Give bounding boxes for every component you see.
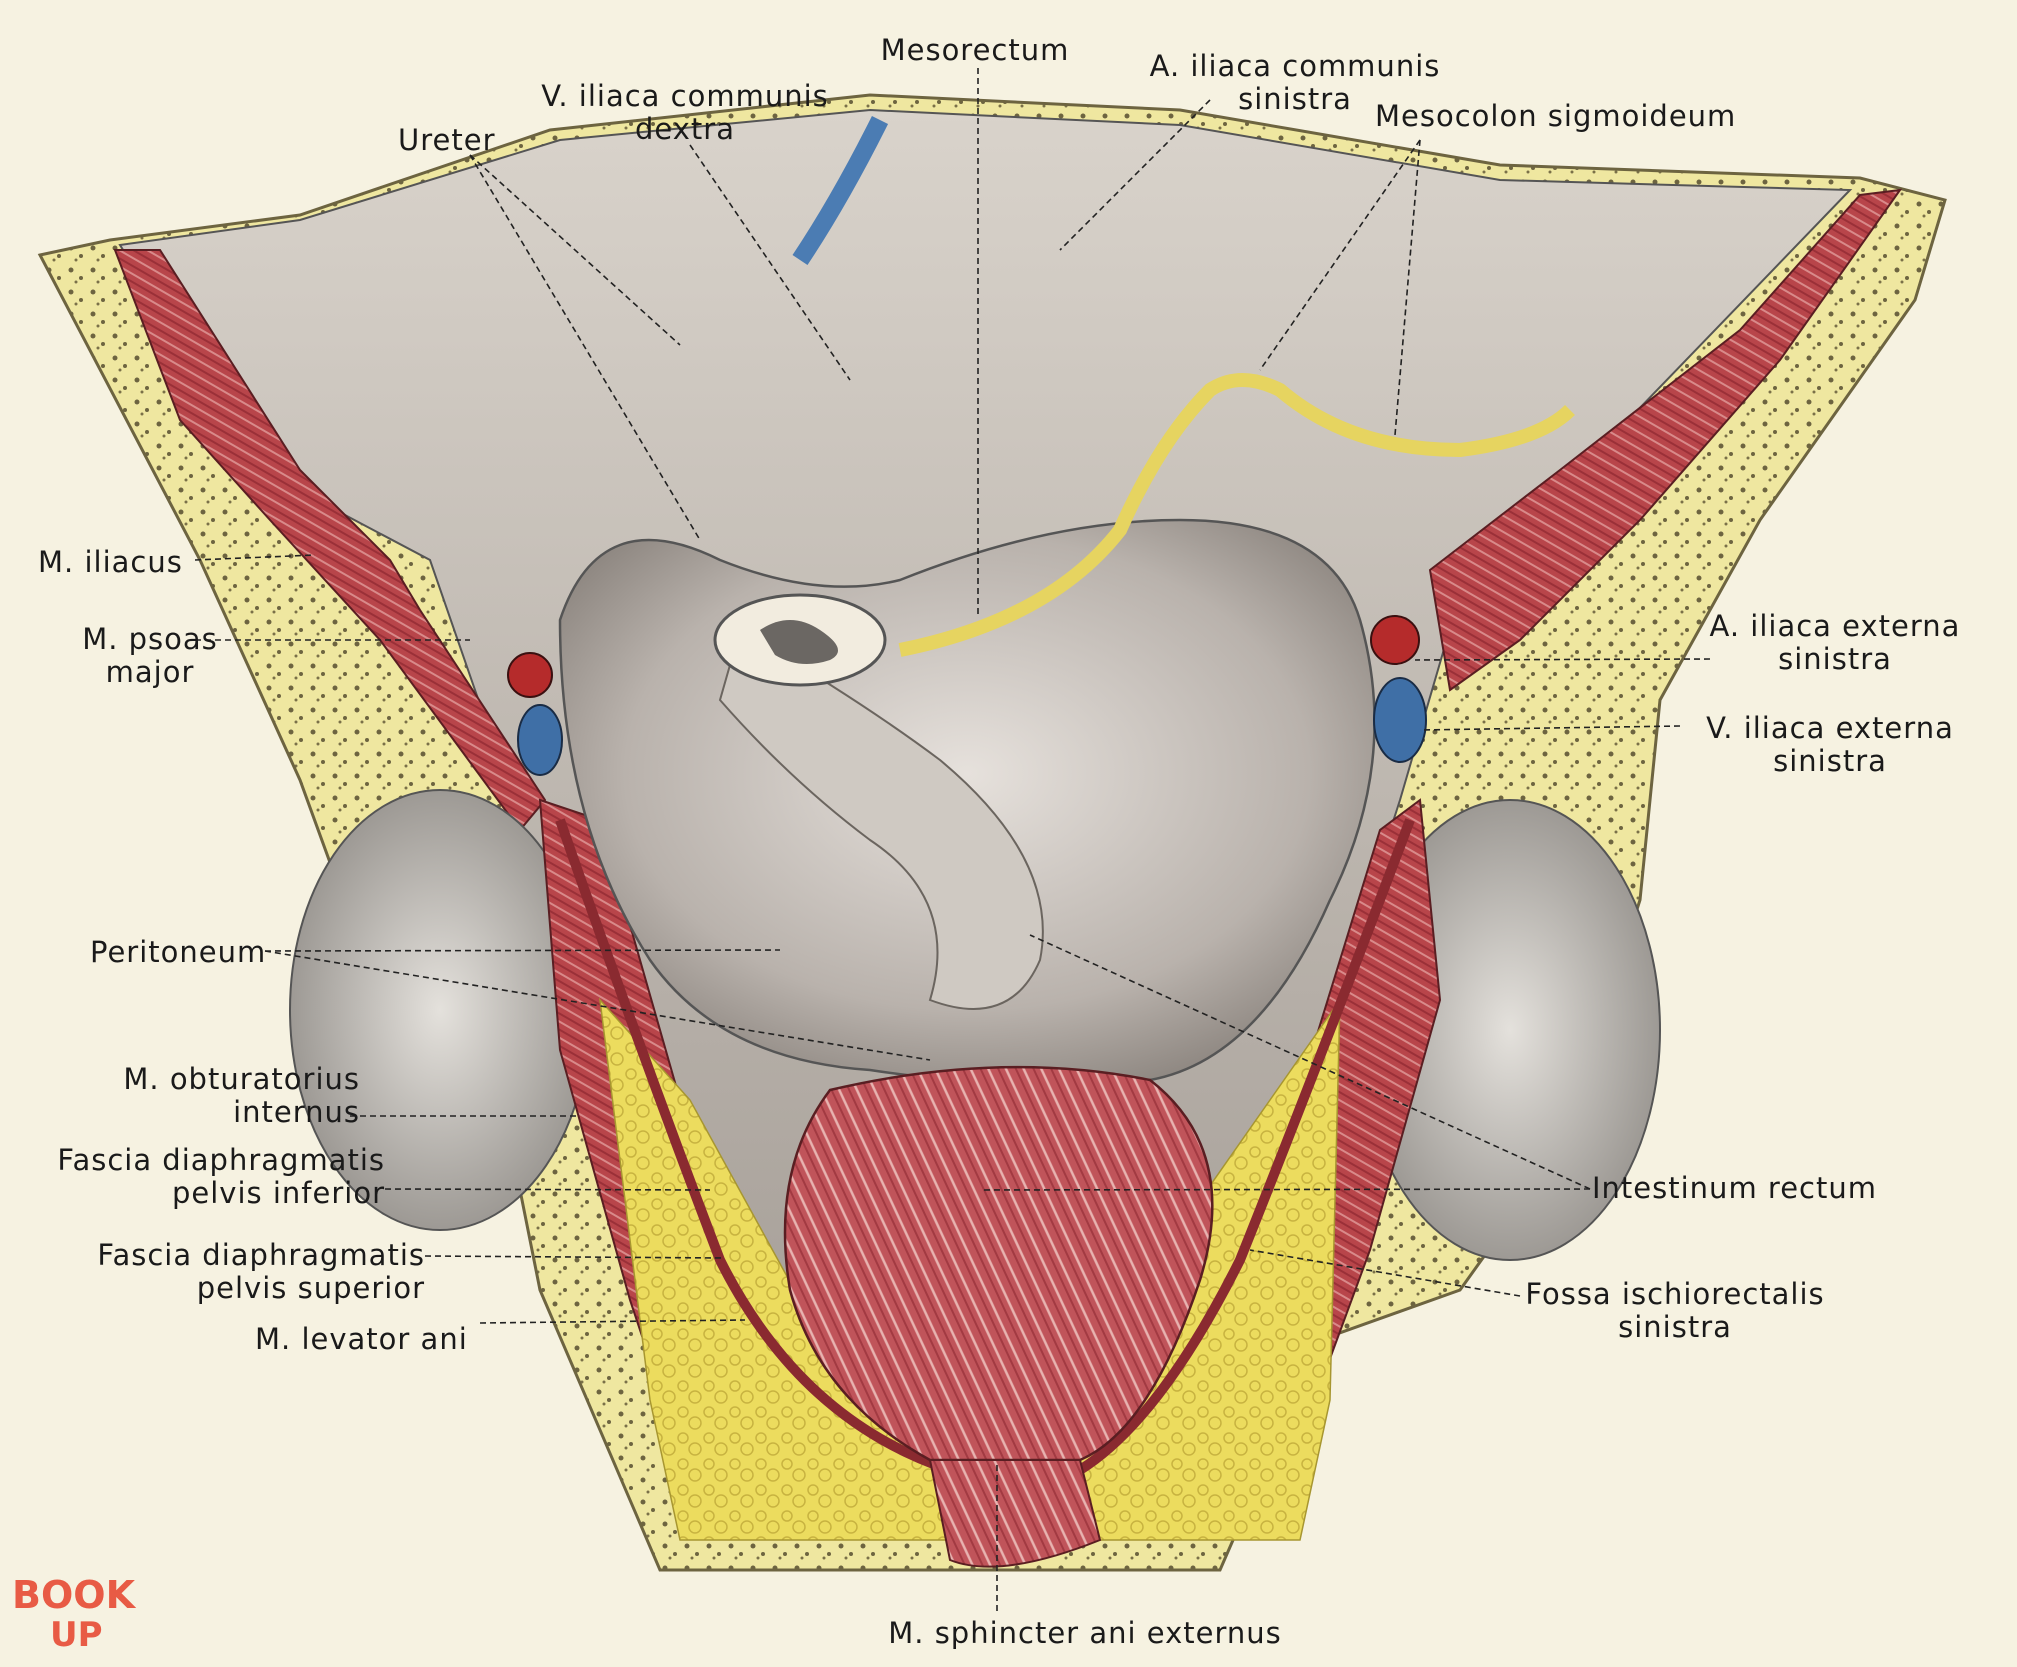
label-m-psoas-line2: major — [105, 655, 195, 689]
label-a-iliaca-externa-line1: A. iliaca externa — [1709, 609, 1961, 643]
levator-ani-right — [1077, 818, 1415, 1475]
a-iliaca-externa-left — [507, 652, 553, 698]
label-fascia-superior-line1: Fascia diaphragmatis — [97, 1238, 425, 1272]
label-fossa-line2: sinistra — [1618, 1310, 1732, 1344]
bookup-logo-line1: BOOK — [12, 1573, 137, 1617]
label-a-iliaca-communis-line2: sinistra — [1238, 82, 1352, 116]
v-iliaca-externa-left — [517, 704, 563, 776]
label-a-iliaca-communis-sinistra: A. iliaca communis sinistra — [1120, 50, 1470, 116]
label-v-iliaca-externa-line1: V. iliaca externa — [1706, 711, 1954, 745]
label-m-levator-ani: M. levator ani — [255, 1322, 468, 1356]
label-fossa-line1: Fossa ischiorectalis — [1525, 1277, 1825, 1311]
m-iliacus-shape — [113, 249, 547, 832]
label-fossa-ischiorectalis-sinistra: Fossa ischiorectalis sinistra — [1515, 1278, 1835, 1344]
label-fascia-diaphragmatis-pelvis-superior: Fascia diaphragmatis pelvis superior — [70, 1239, 425, 1305]
label-fascia-diaphragmatis-pelvis-inferior: Fascia diaphragmatis pelvis inferior — [40, 1144, 385, 1210]
levator-ani-left — [555, 818, 952, 1475]
label-m-sphincter-ani-externus: M. sphincter ani externus — [888, 1616, 1282, 1650]
mesocolon-band — [898, 373, 1575, 657]
label-a-iliaca-externa-line2: sinistra — [1778, 642, 1892, 676]
label-ureter: Ureter — [398, 123, 496, 157]
label-peritoneum: Peritoneum — [90, 935, 267, 969]
label-m-psoas-line1: M. psoas — [82, 622, 218, 656]
label-a-iliaca-communis-line1: A. iliaca communis — [1149, 49, 1441, 83]
label-m-iliacus: M. iliacus — [38, 545, 183, 579]
label-m-psoas-major: M. psoas major — [60, 623, 240, 689]
label-v-iliaca-communis-line2: dextra — [635, 112, 735, 146]
v-iliaca-externa-right — [1373, 677, 1427, 763]
label-intestinum-rectum: Intestinum rectum — [1592, 1171, 1877, 1205]
sigmoid-fold — [718, 628, 1044, 1010]
rectum-shape — [783, 1065, 1214, 1462]
label-mesocolon-sigmoideum: Mesocolon sigmoideum — [1375, 99, 1737, 133]
label-fascia-inferior-line1: Fascia diaphragmatis — [57, 1143, 385, 1177]
label-v-iliaca-externa-line2: sinistra — [1773, 744, 1887, 778]
a-iliaca-externa-right — [1370, 615, 1420, 665]
sigmoid-lumen — [760, 620, 838, 664]
leader-lines — [194, 68, 1711, 1615]
label-m-obturatorius-line1: M. obturatorius — [123, 1062, 360, 1096]
bookup-logo: BOOK UP — [12, 1573, 137, 1650]
v-iliaca-communis-shape — [792, 115, 889, 265]
label-v-iliaca-communis-line1: V. iliaca communis — [541, 79, 829, 113]
label-mesorectum: Mesorectum — [880, 33, 1070, 67]
label-fascia-superior-line2: pelvis superior — [196, 1271, 425, 1305]
label-fascia-inferior-line2: pelvis inferior — [172, 1176, 385, 1210]
bookup-logo-line2: UP — [50, 1615, 103, 1650]
label-m-obturatorius-internus: M. obturatorius internus — [70, 1063, 360, 1129]
sphincter-shape — [928, 1459, 1102, 1568]
label-m-obturatorius-line2: internus — [233, 1095, 360, 1129]
label-v-iliaca-externa-sinistra: V. iliaca externa sinistra — [1680, 712, 1980, 778]
label-v-iliaca-communis-dextra: V. iliaca communis dextra — [515, 80, 855, 146]
m-iliacus-right-shape — [1428, 188, 1903, 692]
label-a-iliaca-externa-sinistra: A. iliaca externa sinistra — [1690, 610, 1980, 676]
